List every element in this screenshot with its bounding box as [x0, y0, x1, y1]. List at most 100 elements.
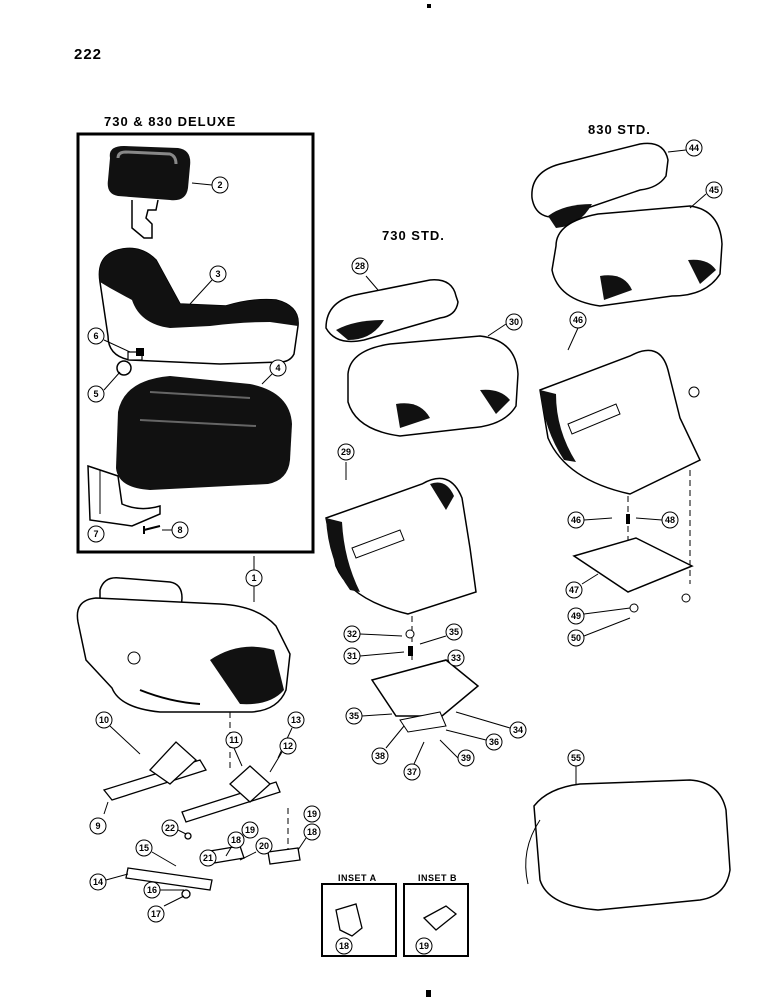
- svg-text:6: 6: [93, 331, 98, 341]
- page-number: 222: [74, 46, 103, 63]
- callout-50: 50: [567, 617, 631, 647]
- svg-text:13: 13: [291, 715, 301, 725]
- svg-text:19: 19: [419, 941, 429, 951]
- svg-text:20: 20: [259, 841, 269, 851]
- svg-text:5: 5: [93, 389, 98, 399]
- callout-3: 3: [189, 265, 227, 305]
- plate-730-part: [370, 629, 480, 733]
- callout-4: 4: [261, 359, 287, 385]
- callout-18-b: 18: [297, 823, 321, 851]
- top-mark: [427, 4, 431, 8]
- svg-text:38: 38: [375, 751, 385, 761]
- callout-33: 33: [429, 649, 465, 667]
- svg-text:30: 30: [509, 317, 519, 327]
- svg-text:18: 18: [307, 827, 317, 837]
- callout-44: 44: [667, 139, 703, 157]
- svg-text:44: 44: [689, 143, 699, 153]
- callout-12: 12: [269, 737, 297, 773]
- svg-text:46: 46: [573, 315, 583, 325]
- svg-text:16: 16: [147, 885, 157, 895]
- callout-10: 10: [95, 711, 141, 755]
- callout-37: 37: [403, 741, 425, 781]
- bottom-mark: [426, 990, 431, 997]
- svg-text:46: 46: [571, 515, 581, 525]
- svg-text:36: 36: [489, 737, 499, 747]
- callout-35-a: 35: [419, 623, 463, 645]
- svg-text:21: 21: [203, 853, 213, 863]
- callout-18-a: 18: [225, 831, 245, 857]
- svg-text:19: 19: [245, 825, 255, 835]
- svg-text:17: 17: [151, 909, 161, 919]
- svg-text:15: 15: [139, 843, 149, 853]
- svg-text:10: 10: [99, 715, 109, 725]
- seat-pan-830-part: [539, 349, 701, 495]
- svg-text:7: 7: [93, 529, 98, 539]
- callout-16: 16: [143, 881, 184, 899]
- svg-text:18: 18: [231, 835, 241, 845]
- callout-38: 38: [371, 725, 405, 765]
- deluxe-box: [76, 132, 315, 554]
- callout-21: 21: [199, 849, 217, 867]
- callout-29: 29: [337, 443, 355, 480]
- callout-32: 32: [343, 625, 403, 643]
- inset-b-box: [403, 883, 469, 957]
- callout-35-b: 35: [345, 707, 393, 725]
- svg-text:33: 33: [451, 653, 461, 663]
- callout-28: 28: [351, 257, 379, 291]
- callout-5: 5: [87, 371, 121, 403]
- callout-19-a: 19: [241, 821, 259, 839]
- backrest-830-part: [531, 142, 669, 228]
- section-title-730-std: 730 STD.: [382, 228, 445, 243]
- callout-1: 1: [245, 556, 263, 602]
- svg-text:19: 19: [307, 809, 317, 819]
- callout-48: 48: [635, 511, 679, 529]
- svg-text:45: 45: [709, 185, 719, 195]
- callout-17: 17: [147, 895, 185, 923]
- callout-14: 14: [89, 873, 129, 891]
- callout-46-a: 46: [567, 311, 587, 351]
- seat-cover-part: [525, 779, 731, 911]
- inset-b-label: INSET B: [418, 873, 458, 883]
- backrest-part: [98, 247, 299, 365]
- svg-text:9: 9: [95, 821, 100, 831]
- callout-19-b: 19: [303, 805, 321, 823]
- cushion-730-part: [347, 335, 519, 437]
- callout-9: 9: [89, 801, 109, 835]
- callout-8: 8: [162, 521, 189, 539]
- callout-20: 20: [239, 837, 273, 861]
- headrest-part: [107, 146, 191, 239]
- callout-30: 30: [487, 313, 523, 337]
- callout-46-b: 46: [567, 511, 613, 529]
- svg-text:3: 3: [215, 269, 220, 279]
- section-title-830-std: 830 STD.: [588, 122, 651, 137]
- svg-text:49: 49: [571, 611, 581, 621]
- svg-text:29: 29: [341, 447, 351, 457]
- callout-6: 6: [87, 327, 131, 353]
- svg-text:11: 11: [229, 735, 239, 745]
- svg-text:35: 35: [349, 711, 359, 721]
- callout-47: 47: [565, 573, 599, 599]
- svg-text:55: 55: [571, 753, 581, 763]
- callout-39: 39: [439, 739, 475, 767]
- svg-text:12: 12: [283, 741, 293, 751]
- svg-text:1: 1: [251, 573, 256, 583]
- callout-2: 2: [191, 176, 229, 194]
- plate-830-part: [572, 514, 694, 613]
- callout-18-inset: 18: [335, 937, 353, 955]
- callout-49: 49: [567, 607, 631, 625]
- callout-36: 36: [445, 729, 503, 751]
- cushion-part: [116, 376, 292, 490]
- cushion-830-part: [551, 205, 723, 307]
- svg-text:14: 14: [93, 877, 103, 887]
- svg-text:37: 37: [407, 767, 417, 777]
- svg-text:48: 48: [665, 515, 675, 525]
- callout-19-inset: 19: [415, 937, 433, 955]
- callout-34: 34: [455, 711, 527, 739]
- svg-text:39: 39: [461, 753, 471, 763]
- section-title-deluxe: 730 & 830 DELUXE: [104, 114, 237, 129]
- bracket-part: [87, 464, 161, 534]
- svg-text:35: 35: [449, 627, 459, 637]
- rail-assembly: [102, 741, 301, 899]
- callout-7: 7: [87, 525, 105, 543]
